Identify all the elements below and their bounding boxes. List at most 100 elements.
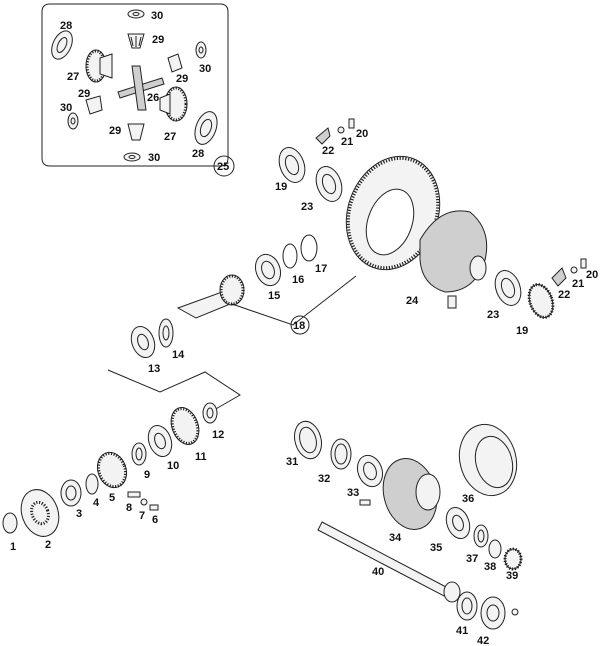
callout-13: 13 [148,363,160,375]
inset-part-29-left-pinion [85,95,103,115]
callout-41: 41 [456,625,468,637]
callout-6: 6 [152,514,158,526]
inset-part-29-top-pinion [127,33,145,49]
bearing-35 [445,507,471,539]
callout-18-circle [290,315,310,335]
bearing-cup-19-upper [278,147,306,183]
lock-plate-22-lower [551,267,567,287]
inset-part-29-right-pinion [167,53,183,73]
bearing-23-lower [494,270,522,306]
callout-20-upper: 20 [356,128,368,140]
callout-23-upper: 23 [301,201,313,213]
callout-24: 24 [406,295,419,307]
callout-27-left: 27 [67,71,79,83]
callout-5: 5 [109,492,115,504]
ring-9 [131,442,147,466]
callout-29-right: 29 [176,73,188,85]
inset-part-30-left-washer [67,112,79,130]
callout-29-bottom: 29 [109,125,121,137]
bearing-13 [130,326,156,358]
callout-10: 10 [167,460,179,472]
callout-9: 9 [144,469,150,481]
differential-inset [41,3,235,177]
collar-3 [60,479,82,507]
callout-35: 35 [430,542,442,554]
inset-part-29-bottom-pinion [127,123,145,141]
seal-11 [170,407,200,445]
callout-11: 11 [195,451,207,463]
group-bracket-13 [107,369,241,411]
bolt-20-21-upper [337,118,355,134]
callout-20-lower: 20 [586,269,598,281]
bearing-15 [254,253,282,287]
bolt-6-7-8 [127,491,159,511]
callout-36: 36 [462,493,474,505]
bearing-33 [356,454,384,488]
axle-shaft-40 [317,521,461,603]
callout-23-lower: 23 [487,309,499,321]
callout-28-top: 28 [60,20,72,32]
callout-17: 17 [315,263,327,275]
seal-31 [294,420,322,460]
pointer-18 [231,275,357,326]
callout-12: 12 [212,429,224,441]
callout-15: 15 [268,290,280,302]
callout-8: 8 [126,502,132,514]
housing-5 [96,451,128,489]
callout-32: 32 [318,473,330,485]
circlip-17 [300,234,318,262]
callout-30-left: 30 [60,102,72,114]
inset-part-27-side-gear-left [85,49,113,83]
shim-16 [282,243,298,269]
callout-33: 33 [347,487,359,499]
callout-16: 16 [292,274,304,286]
callout-3: 3 [76,508,82,520]
callout-labels: 28 30 29 30 27 29 29 26 30 29 27 28 30 2… [10,10,598,646]
ring-12 [202,402,218,424]
gasket-41 [456,591,478,621]
callout-14: 14 [172,349,185,361]
callout-25: 25 [217,161,229,173]
callout-19-lower: 19 [516,325,528,337]
callout-7: 7 [139,510,145,522]
inset-part-28-top-washer [51,30,73,60]
callout-28-bottom: 28 [192,148,204,160]
callout-29-top: 29 [152,34,164,46]
callout-40: 40 [372,566,384,578]
flange-42 [480,596,519,630]
callout-18: 18 [293,320,305,332]
inset-part-28-bottom-washer [194,111,218,145]
callout-34: 34 [389,532,402,544]
callout-38: 38 [484,561,496,573]
ring-37 [473,524,489,548]
inset-part-30-right-washer [195,41,207,59]
callout-31: 31 [286,456,298,468]
bearing-cup-19-lower [527,283,555,319]
shim-14 [158,318,174,348]
nut-1 [2,512,18,534]
callout-29-left: 29 [78,88,90,100]
bolt-20-21-lower [570,258,587,274]
nut-39 [503,547,523,571]
callout-37: 37 [466,553,478,565]
callout-22-lower: 22 [558,289,570,301]
callout-27-right: 27 [164,131,176,143]
callout-30-top: 30 [151,10,163,22]
differential-case [419,210,488,309]
washer-38 [488,539,502,559]
lock-plate-22-upper [315,127,331,145]
callout-19-upper: 19 [275,181,287,193]
inset-part-27-side-gear-right [159,86,188,122]
inset-part-26-spider [117,65,165,111]
ring-32 [330,438,352,470]
flange-2 [20,489,60,537]
callout-2: 2 [45,539,51,551]
callout-42: 42 [477,635,489,646]
callout-30-bottom: 30 [148,152,160,164]
bearing-23-upper [315,166,343,202]
callout-1: 1 [10,541,16,553]
callout-22-upper: 22 [322,145,334,157]
callout-39: 39 [506,570,518,582]
inset-part-30-top-washer [127,9,145,19]
